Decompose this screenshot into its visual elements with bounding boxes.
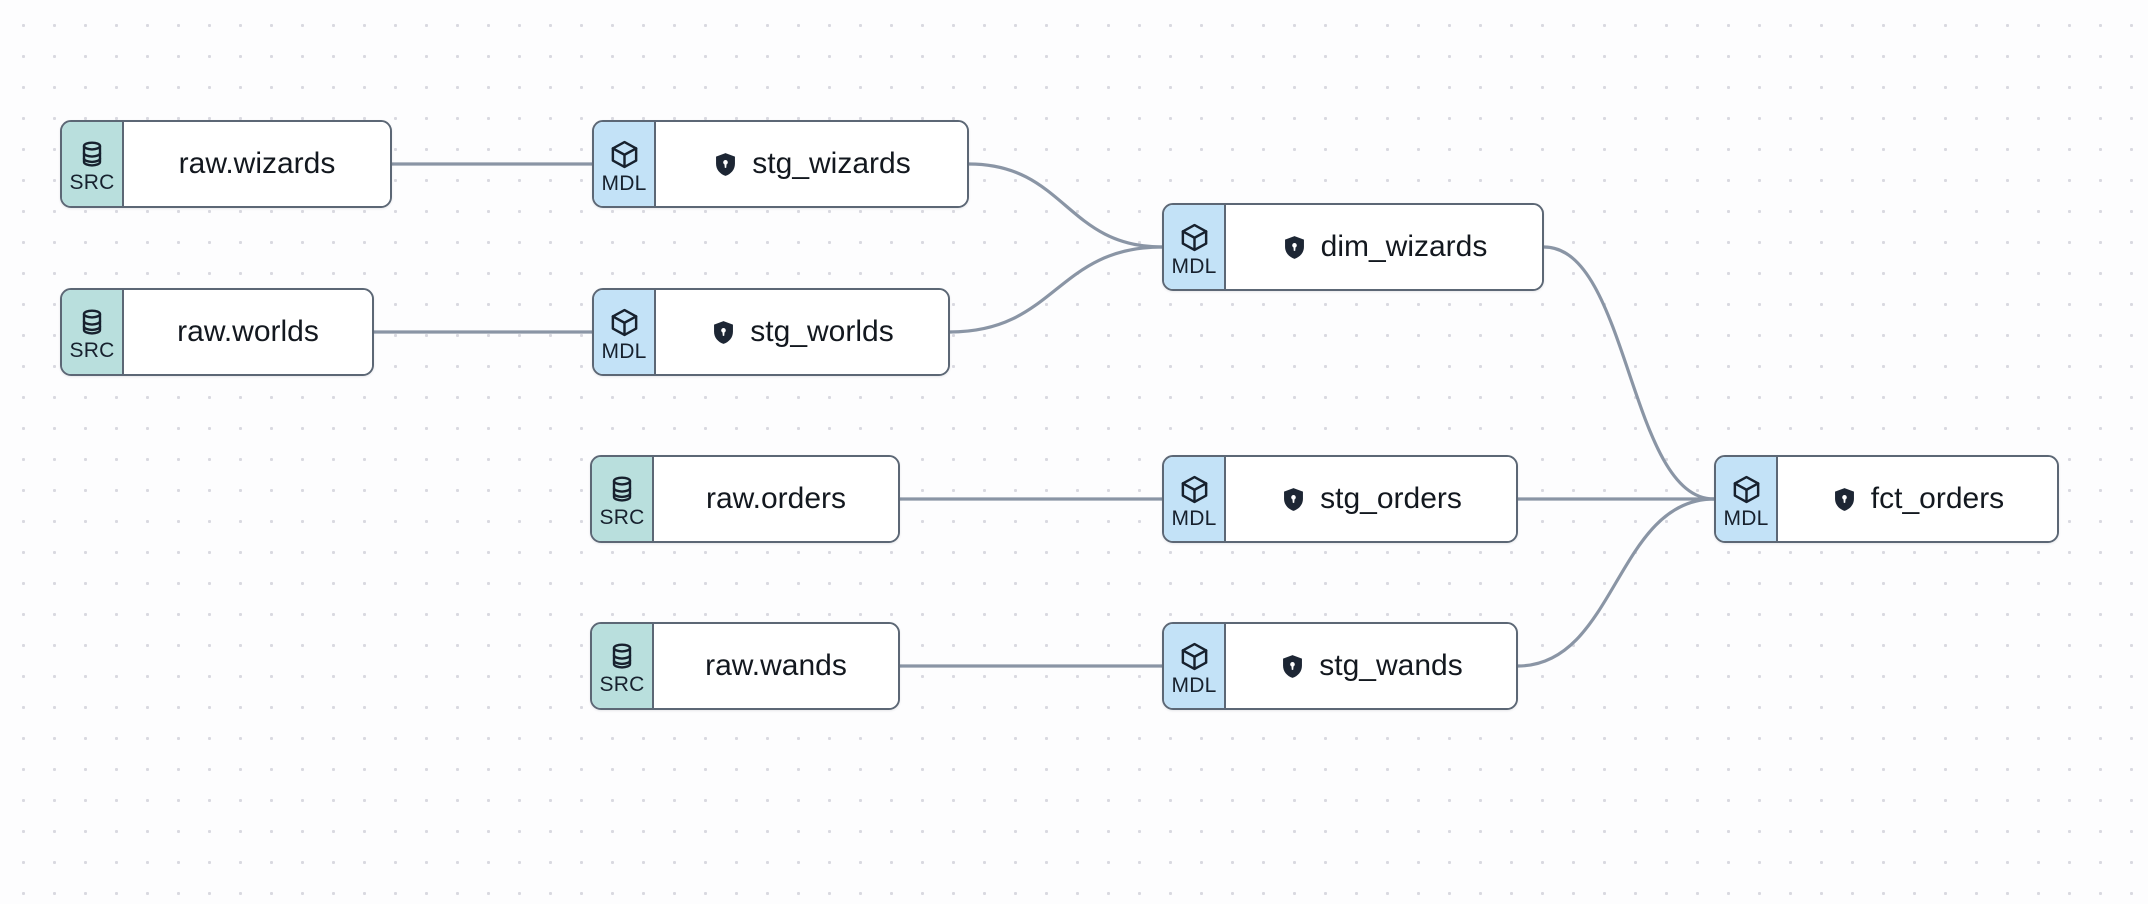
node-type-label: SRC [599, 673, 645, 696]
node-label: raw.orders [705, 482, 847, 515]
lineage-node-raw_orders[interactable]: SRC raw.orders [590, 455, 900, 543]
lineage-edge-stg_wizards-to-dim_wizards[interactable] [967, 162, 1164, 249]
lineage-node-stg_wizards[interactable]: MDL stg_wizards [592, 120, 969, 208]
cube-icon [609, 139, 640, 170]
node-type-label: SRC [69, 171, 115, 194]
node-type-label: MDL [1171, 254, 1217, 278]
node-type-label: MDL [1171, 673, 1217, 697]
node-label: stg_wands [1319, 649, 1463, 682]
lineage-edge-stg_worlds-to-dim_wizards[interactable] [948, 245, 1164, 334]
shield-lock-icon [1281, 234, 1308, 261]
shield-lock-icon [1831, 486, 1858, 513]
node-body-fct_orders: fct_orders [1778, 457, 2057, 541]
node-body-stg_wizards: stg_wizards [656, 122, 967, 206]
node-label: dim_wizards [1320, 230, 1488, 263]
node-type-badge-stg_wizards: MDL [594, 122, 656, 206]
database-icon [77, 307, 107, 337]
node-label: raw.worlds [177, 315, 319, 348]
node-type-label: SRC [599, 506, 645, 529]
node-type-label: MDL [601, 171, 647, 195]
shield-lock-icon [710, 319, 737, 346]
node-body-raw_worlds: raw.worlds [124, 290, 372, 374]
node-type-badge-raw_wizards: SRC [62, 122, 124, 206]
node-label: raw.wizards [178, 147, 336, 180]
shield-lock-icon [1279, 653, 1306, 680]
node-label: raw.wands [705, 649, 847, 682]
node-label: stg_wizards [752, 147, 911, 180]
node-type-badge-stg_orders: MDL [1164, 457, 1226, 541]
node-type-badge-dim_wizards: MDL [1164, 205, 1226, 289]
cube-icon [1179, 641, 1210, 672]
node-body-raw_wands: raw.wands [654, 624, 898, 708]
database-icon [607, 641, 637, 671]
node-body-stg_worlds: stg_worlds [656, 290, 948, 374]
shield-lock-icon [1280, 486, 1307, 513]
node-type-badge-fct_orders: MDL [1716, 457, 1778, 541]
node-type-badge-raw_wands: SRC [592, 624, 654, 708]
database-icon [77, 139, 107, 169]
lineage-node-stg_wands[interactable]: MDL stg_wands [1162, 622, 1518, 710]
node-body-stg_wands: stg_wands [1226, 624, 1516, 708]
node-body-stg_orders: stg_orders [1226, 457, 1516, 541]
cube-icon [609, 307, 640, 338]
cube-icon [1731, 474, 1762, 505]
lineage-node-fct_orders[interactable]: MDL fct_orders [1714, 455, 2059, 543]
node-type-badge-stg_wands: MDL [1164, 624, 1226, 708]
lineage-node-stg_orders[interactable]: MDL stg_orders [1162, 455, 1518, 543]
cube-icon [1179, 222, 1210, 253]
lineage-edge-dim_wizards-to-fct_orders[interactable] [1542, 245, 1716, 501]
node-type-badge-stg_worlds: MDL [594, 290, 656, 374]
lineage-edge-stg_wands-to-fct_orders[interactable] [1516, 497, 1716, 668]
node-label: stg_worlds [750, 315, 894, 348]
node-type-label: MDL [601, 339, 647, 363]
node-body-raw_wizards: raw.wizards [124, 122, 390, 206]
node-type-label: MDL [1171, 506, 1217, 530]
cube-icon [1179, 474, 1210, 505]
shield-lock-icon [712, 151, 739, 178]
lineage-node-raw_worlds[interactable]: SRC raw.worlds [60, 288, 374, 376]
node-body-dim_wizards: dim_wizards [1226, 205, 1542, 289]
database-icon [607, 474, 637, 504]
node-type-badge-raw_orders: SRC [592, 457, 654, 541]
node-type-label: SRC [69, 339, 115, 362]
node-label: fct_orders [1870, 482, 2005, 515]
lineage-node-raw_wands[interactable]: SRC raw.wands [590, 622, 900, 710]
node-type-label: MDL [1723, 506, 1769, 530]
lineage-node-dim_wizards[interactable]: MDL dim_wizards [1162, 203, 1544, 291]
lineage-node-raw_wizards[interactable]: SRC raw.wizards [60, 120, 392, 208]
node-label: stg_orders [1320, 482, 1462, 515]
node-type-badge-raw_worlds: SRC [62, 290, 124, 374]
lineage-node-stg_worlds[interactable]: MDL stg_worlds [592, 288, 950, 376]
node-body-raw_orders: raw.orders [654, 457, 898, 541]
